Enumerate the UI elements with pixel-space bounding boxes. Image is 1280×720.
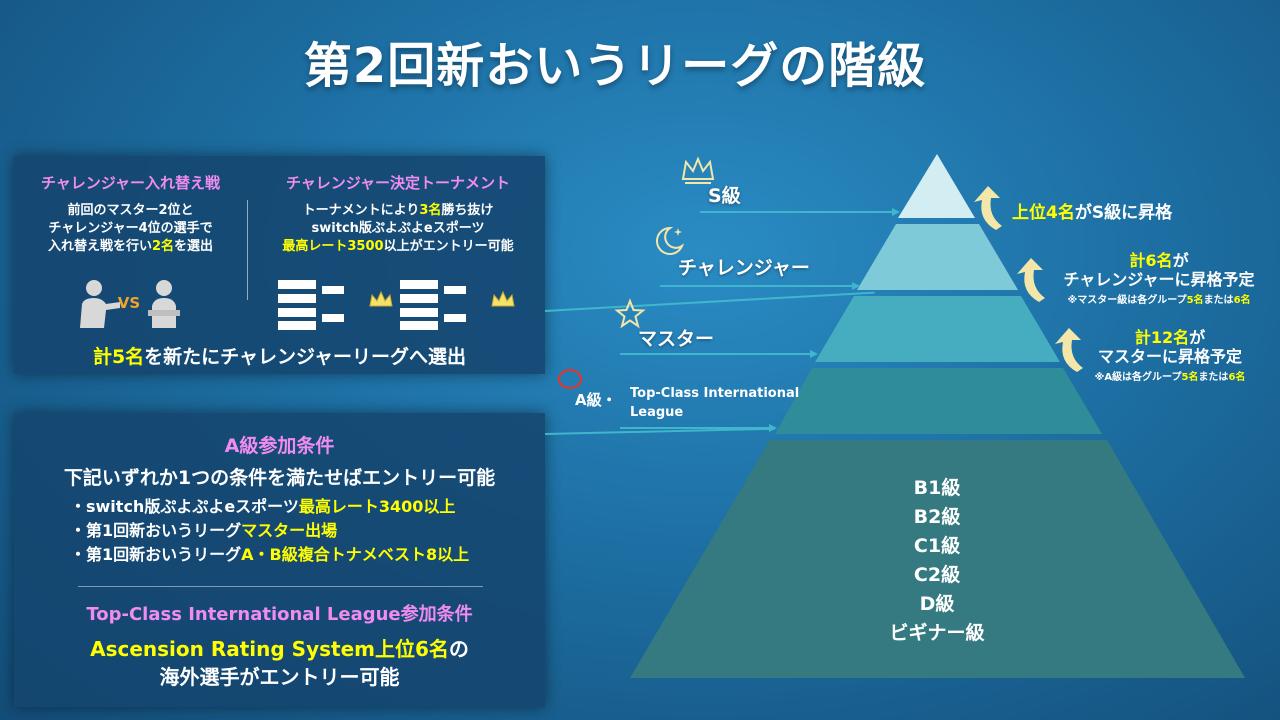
crown-icon <box>491 290 515 307</box>
challenger-tournament-body: トーナメントにより3名勝ち抜け switch版ぷよぷよeスポーツ 最高レート35… <box>251 202 545 256</box>
tier-s-block <box>898 154 975 218</box>
tier-label-beginner: ビギナー級 <box>889 622 985 644</box>
swap-body-line-3: 入れ替え戦を行い2名を選出 <box>47 239 214 254</box>
a-class-heading: A級参加条件 <box>224 435 335 457</box>
crown-icon <box>369 290 393 307</box>
tier-a-block <box>775 368 1102 434</box>
challenger-selection-panel: チャレンジャー入れ替え戦 前回のマスター2位と チャレンジャー4位の選手で 入れ… <box>14 156 545 374</box>
tournament-bracket-icon <box>278 280 518 330</box>
league-tier-pyramid <box>620 154 1245 678</box>
challenger-swap-body: 前回のマスター2位と チャレンジャー4位の選手で 入れ替え戦を行い2名を選出 <box>14 202 247 256</box>
tier-label-master: マスター <box>638 328 715 350</box>
crown-outline-icon <box>681 156 715 184</box>
tier-challenger-block <box>857 224 1018 290</box>
tier-label-c2: C2級 <box>913 564 961 586</box>
promotion-arrow-icon <box>1055 328 1083 372</box>
tier-lower-block <box>630 440 1245 678</box>
promotion-arrow-icon <box>1017 258 1045 302</box>
challenger-swap-heading: チャレンジャー入れ替え戦 <box>40 174 221 192</box>
promotion-challenger-text: 計6名が チャレンジャーに昇格予定 ※マスター級は各グループ5名または6名 <box>1063 251 1255 306</box>
versus-players-icon: VS <box>80 280 180 328</box>
panel-divider <box>247 200 248 300</box>
tournament-line-1: トーナメントにより3名勝ち抜け <box>302 203 494 218</box>
challenger-tournament-heading: チャレンジャー決定トーナメント <box>285 174 511 192</box>
promotion-arrow-icon <box>974 186 1002 230</box>
promotion-s-text: 上位4名がS級に昇格 <box>1012 203 1173 223</box>
tier-label-a-international: Top-Class International League <box>630 386 800 420</box>
condition-item: ・第1回新おいうリーグA・B級複合トナメベスト8以上 <box>70 545 470 564</box>
circle-mark-icon <box>558 369 582 389</box>
vs-label: VS <box>118 294 140 312</box>
condition-item: ・第1回新おいうリーグマスター出場 <box>70 521 338 540</box>
promotion-master-text: 計12名が マスターに昇格予定 ※A級は各グループ5名または6名 <box>1094 328 1246 383</box>
tier-label-challenger: チャレンジャー <box>678 257 810 279</box>
tier-label-d: D級 <box>919 593 955 615</box>
page-title: 第2回新おいうリーグの階級 <box>303 38 927 94</box>
challenger-total-footer: 計5名を新たにチャレンジャーリーグへ選出 <box>92 346 467 368</box>
section-divider <box>78 586 483 587</box>
tier-label-c1: C1級 <box>913 535 961 557</box>
a-class-conditions-panel: A級参加条件 下記いずれか1つの条件を満たせばエントリー可能 ・switch版ぷ… <box>14 413 545 707</box>
tci-line-2: 海外選手がエントリー可能 <box>159 665 400 689</box>
star-outline-icon <box>614 298 646 329</box>
lower-tiers-list: B1級 B2級 C1級 C2級 D級 ビギナー級 <box>837 474 1037 648</box>
tier-label-b2: B2級 <box>913 506 961 528</box>
swap-body-line-1: 前回のマスター2位と <box>67 203 194 218</box>
tier-label-a: A級・ <box>575 391 617 409</box>
tci-line-1: Ascension Rating System上位6名の <box>90 637 469 661</box>
tci-heading: Top-Class International League参加条件 <box>86 604 473 625</box>
tournament-line-3: 最高レート3500以上がエントリー可能 <box>282 239 514 254</box>
a-class-intro: 下記いずれか1つの条件を満たせばエントリー可能 <box>63 467 496 489</box>
tournament-line-2: switch版ぷよぷよeスポーツ <box>311 221 485 236</box>
swap-body-line-2: チャレンジャー4位の選手で <box>48 221 213 236</box>
tier-label-b1: B1級 <box>913 477 961 499</box>
tier-label-s: S級 <box>708 185 741 207</box>
condition-item: ・switch版ぷよぷよeスポーツ最高レート3400以上 <box>70 497 456 516</box>
moon-outline-icon <box>656 226 685 255</box>
a-class-conditions-list: ・switch版ぷよぷよeスポーツ最高レート3400以上 ・第1回新おいうリーグ… <box>70 495 530 567</box>
tier-master-block <box>815 296 1060 362</box>
